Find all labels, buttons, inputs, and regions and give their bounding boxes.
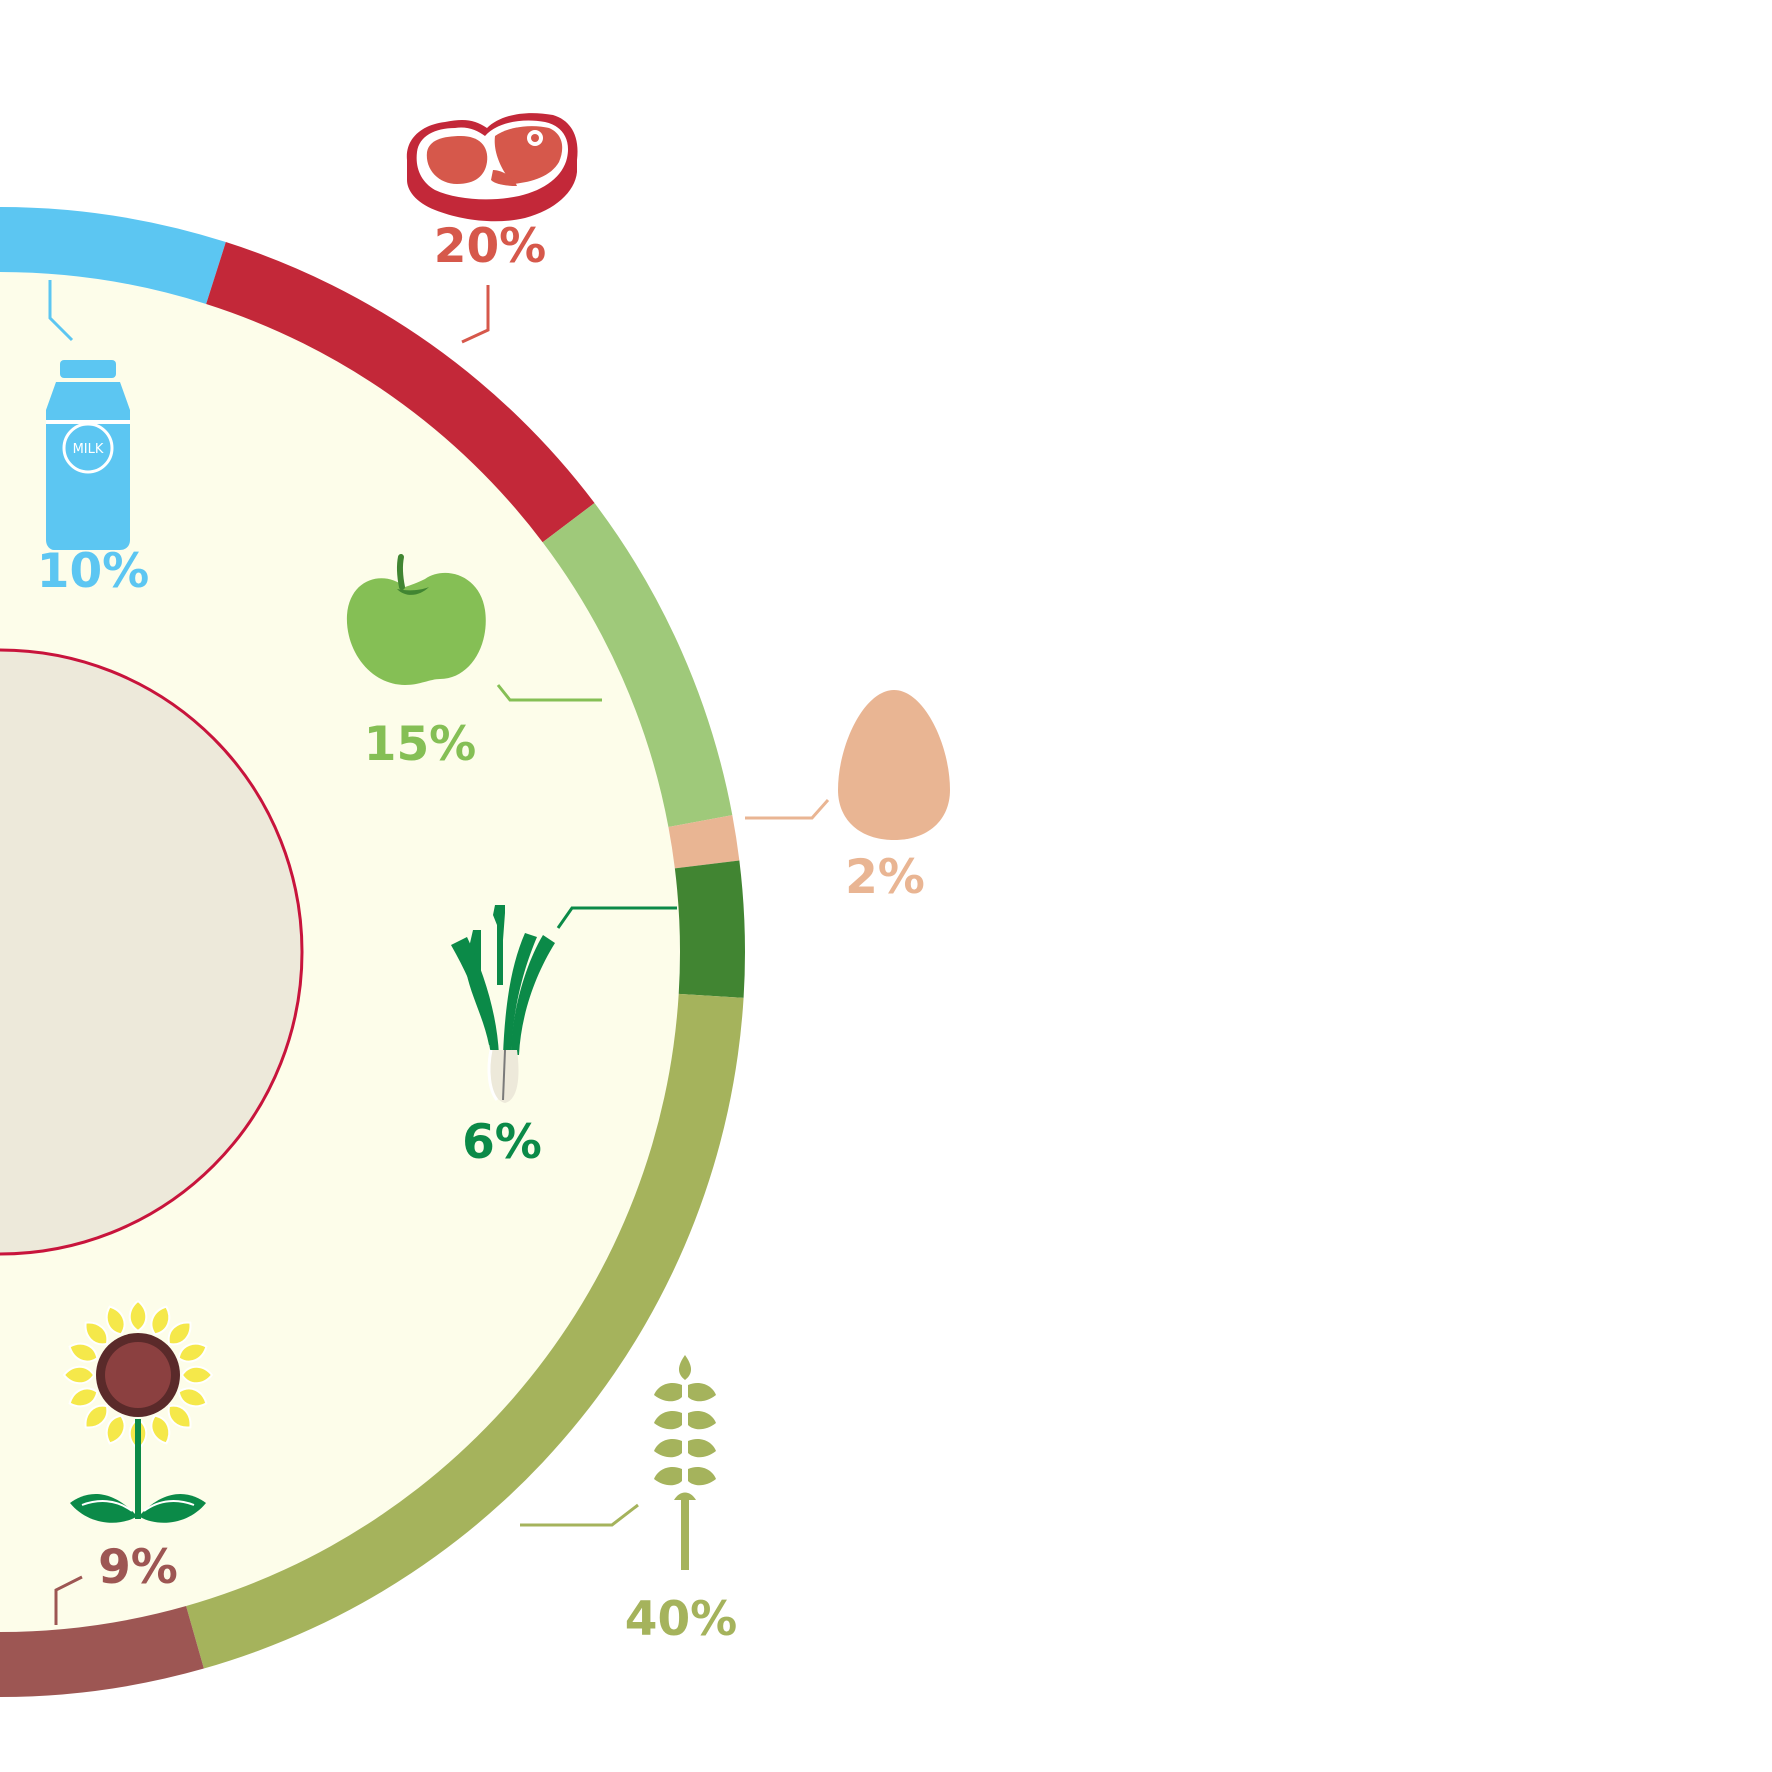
leader-line-oils	[54, 1575, 83, 1625]
percent-label-eggs: 2%	[845, 850, 925, 905]
steak-icon	[406, 113, 578, 222]
segment-milk	[0, 207, 226, 304]
percent-label-oils: 9%	[98, 1540, 178, 1595]
apple-icon	[346, 554, 486, 685]
donut-segments	[0, 207, 745, 1697]
sunflower-icon	[62, 1299, 214, 1523]
leader-line-eggs	[745, 799, 830, 820]
percent-labels: 10% 20% 15% 2% 6% 40% 9%	[37, 219, 925, 1647]
milk-carton-icon: MILK	[46, 360, 130, 550]
plate-area	[0, 272, 680, 1632]
percent-label-vegetables: 6%	[462, 1115, 542, 1170]
segment-eggs	[668, 815, 740, 869]
percent-label-milk: 10%	[37, 544, 150, 599]
leader-line-cereals	[520, 1503, 639, 1527]
segment-fruit	[542, 503, 733, 828]
milk-label: MILK	[73, 442, 104, 457]
leader-line-milk	[48, 280, 74, 342]
wheat-icon	[654, 1355, 716, 1570]
leader-lines	[48, 280, 830, 1625]
leader-line-fruit	[496, 684, 602, 702]
center-disc-shape	[0, 648, 304, 1256]
plate-background	[0, 272, 680, 1632]
segment-meat	[206, 242, 595, 543]
percent-label-meat: 20%	[434, 219, 547, 274]
percent-label-cereals: 40%	[625, 1592, 738, 1647]
segment-vegetables	[674, 860, 745, 998]
segment-cereals	[186, 993, 744, 1669]
center-disc	[0, 648, 304, 1256]
percent-label-fruit: 15%	[364, 717, 477, 772]
leader-line-vegetables	[556, 906, 677, 929]
segment-oils	[0, 1606, 204, 1697]
leader-line-meat	[461, 285, 490, 344]
egg-icon	[838, 690, 950, 840]
leek-icon	[451, 905, 555, 1103]
